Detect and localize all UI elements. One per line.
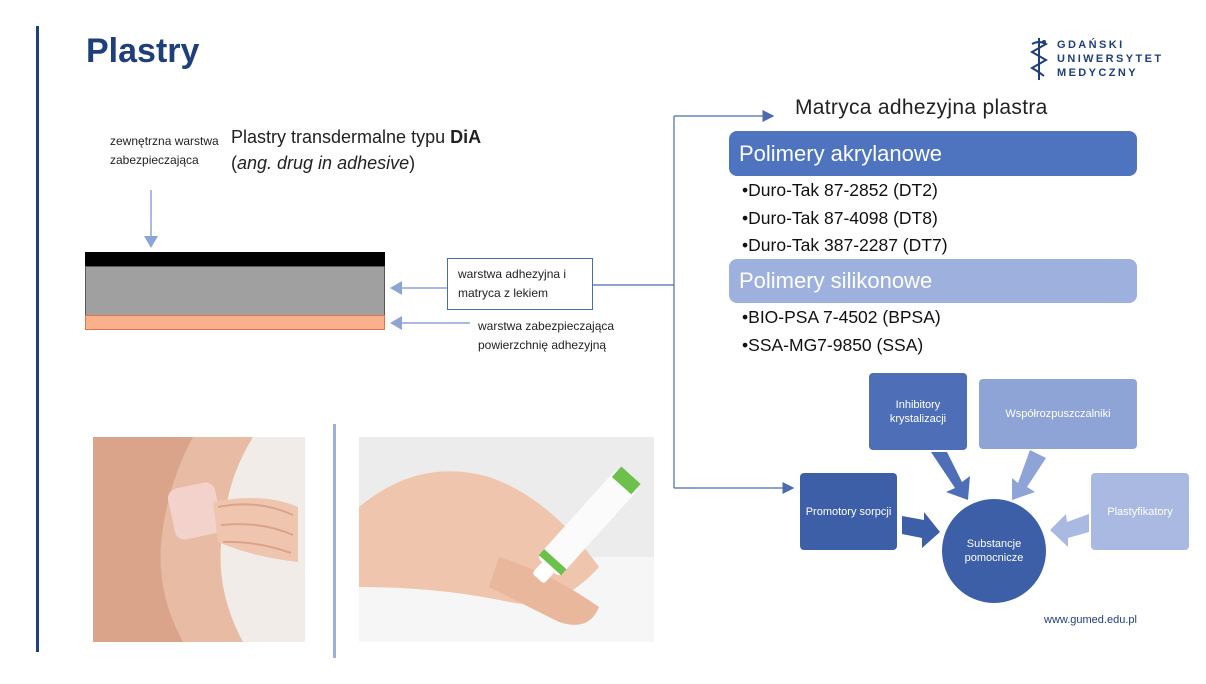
node-sorption-promoters: Promotory sorpcji: [800, 473, 897, 550]
matrix-title: Matryca adhezyjna plastra: [795, 96, 1048, 119]
list-item: •Duro-Tak 87-4098 (DT8): [742, 207, 938, 228]
logo-line-2: UNIWERSYTET: [1057, 53, 1164, 65]
acrylate-polymers-header: Polimery akrylanowe: [729, 131, 1137, 176]
acrylate-polymers-list: •Duro-Tak 87-2852 (DT2) •Duro-Tak 87-409…: [742, 177, 948, 260]
slide-title: Plastry: [86, 32, 200, 70]
patch-type-prefix: Plastry transdermalne typu: [231, 127, 451, 147]
open-paren: (: [231, 153, 237, 173]
protective-layer-label: warstwa zabezpieczająca powierzchnię adh…: [478, 317, 614, 355]
node-cosolvents: Współrozpuszczalniki: [979, 379, 1137, 449]
silicone-polymers-list: •BIO-PSA 7-4502 (BPSA) •SSA-MG7-9850 (SS…: [742, 304, 941, 359]
aesculapius-staff-icon: [1029, 38, 1049, 80]
outer-backing-layer: [85, 252, 385, 266]
patch-shape: [167, 482, 223, 540]
adhesive-matrix-layer: [85, 266, 385, 316]
list-item: •Duro-Tak 87-2852 (DT2): [742, 180, 938, 200]
adhesive-layer-label-box: warstwa adhezyjna i matryca z lekiem: [447, 258, 593, 310]
patch-type-line: Plastry transdermalne typu DiA: [231, 124, 481, 150]
close-paren: ): [409, 153, 416, 173]
patch-type-heading: Plastry transdermalne typu DiA (ang. dru…: [231, 124, 481, 176]
node-crystallization-inhibitors: Inhibitory krystalizacji: [869, 373, 967, 450]
university-name: GDAŃSKI UNIWERSYTET MEDYCZNY: [1057, 38, 1163, 80]
silicone-polymers-header: Polimery silikonowe: [729, 259, 1137, 303]
node-excipients-center: Substancje pomocnicze: [942, 499, 1046, 603]
university-logo: [1028, 36, 1168, 82]
patch-type-bold: DiA: [450, 127, 482, 147]
adhesive-label-line-2: matryca z lekiem: [458, 286, 549, 300]
protective-label-line-2: powierzchnię adhezyjną: [478, 338, 607, 352]
left-accent-rule: [36, 26, 39, 652]
footer-url: www.gumed.edu.pl: [1044, 614, 1137, 626]
cream-tube-shape: [539, 470, 637, 575]
adhesive-label-line-1: warstwa adhezyjna i: [458, 267, 567, 281]
release-liner-layer: [85, 315, 385, 330]
patch-type-english: (ang. drug in adhesive): [231, 150, 481, 176]
protective-label-line-1: warstwa zabezpieczająca: [478, 319, 615, 333]
cream-tube-photo: [359, 437, 654, 642]
patch-type-italic: ang. drug in adhesive: [237, 153, 410, 173]
list-item: •Duro-Tak 387-2287 (DT7): [742, 235, 948, 255]
photo-divider-rule: [333, 424, 336, 658]
logo-line-1: GDAŃSKI: [1057, 39, 1125, 51]
list-item: •SSA-MG7-9850 (SSA): [742, 334, 924, 355]
node-plasticizers: Plastyfikatory: [1091, 473, 1189, 550]
patch-on-arm-photo: [93, 437, 305, 642]
logo-line-3: MEDYCZNY: [1057, 67, 1138, 79]
outer-layer-label: zewnętrzna warstwa zabezpieczająca: [110, 134, 219, 167]
list-item: •BIO-PSA 7-4502 (BPSA): [742, 307, 941, 327]
